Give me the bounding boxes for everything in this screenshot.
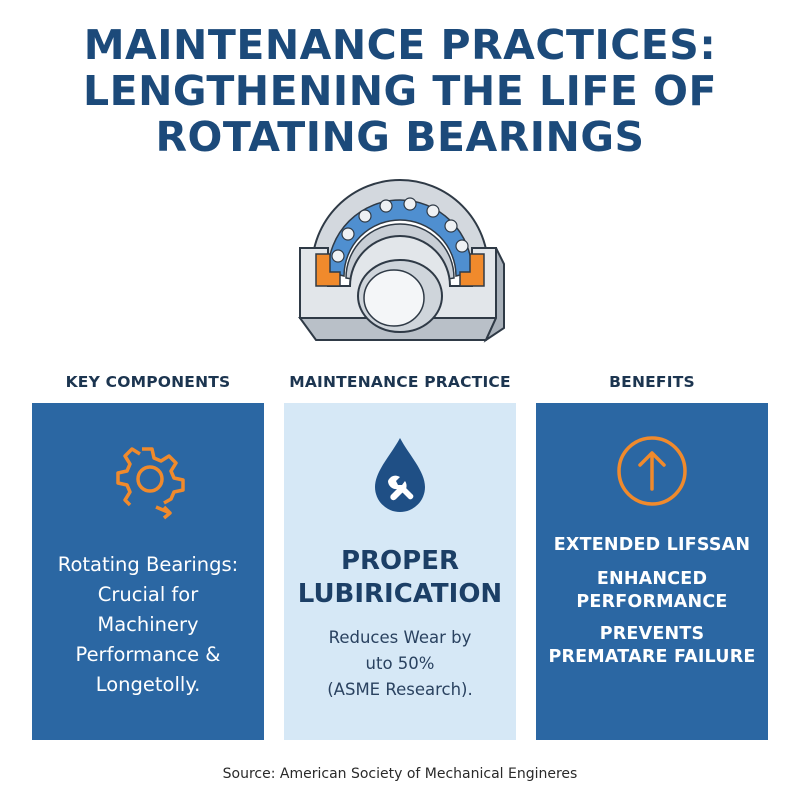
arrow-up-circle-icon — [536, 433, 768, 513]
heading-benefits: BENEFITS — [609, 373, 695, 391]
benefit-extended-lifespan: EXTENDED LIFSSAN — [553, 535, 751, 555]
bearing-illustration — [290, 168, 510, 358]
page-title: MAINTENANCE PRACTICES: LENGTHENING THE L… — [0, 22, 800, 160]
title-line-1: MAINTENANCE PRACTICES: — [83, 21, 717, 69]
title-line-3: ROTATING BEARINGS — [155, 113, 645, 161]
panel-maintenance-practice: PROPER LUBIRICATION Reduces Wear by uto … — [284, 403, 516, 740]
source-note: Source: American Society of Mechanical E… — [222, 766, 578, 782]
heading-key-components: KEY COMPONENTS — [65, 373, 231, 391]
bearing-housing-icon — [298, 179, 505, 343]
gear-icon — [32, 441, 264, 525]
panel-benefits: EXTENDED LIFSSAN ENHANCED PERFORMANCE PR… — [536, 403, 768, 740]
oil-drop-wrench-icon — [284, 435, 516, 519]
key-components-text: Rotating Bearings: Crucial for Machinery… — [57, 553, 239, 696]
benefit-enhanced-performance: ENHANCED PERFORMANCE — [576, 569, 728, 612]
panel-key-components: Rotating Bearings: Crucial for Machinery… — [32, 403, 264, 740]
title-line-2: LENGTHENING THE LIFE OF — [82, 67, 718, 115]
practice-text: Reduces Wear by uto 50% (ASME Research). — [327, 628, 473, 699]
benefit-prevents-failure: PREVENTS PREMATARE FAILURE — [548, 624, 756, 667]
heading-maintenance-practice: MAINTENANCE PRACTICE — [289, 373, 511, 391]
practice-title: PROPER LUBIRICATION — [297, 546, 503, 609]
